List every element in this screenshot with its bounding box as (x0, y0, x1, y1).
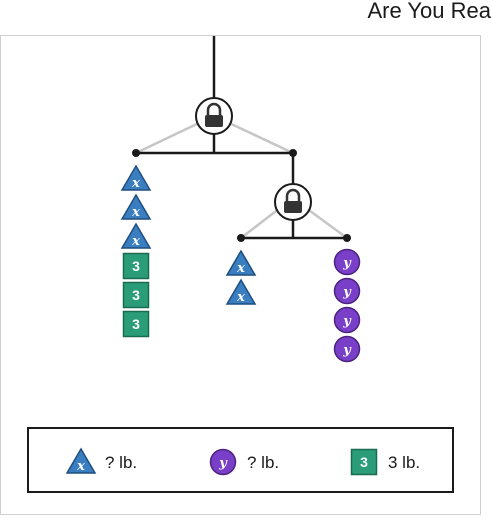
left-stack-item-4: 3 (122, 252, 150, 280)
middle-stack-item-2: x (225, 278, 257, 305)
left-stack-item-6-shape (122, 310, 150, 338)
right-stack-item-2-shape (333, 277, 361, 305)
left-stack-item-6: 3 (122, 310, 150, 338)
left-stack-item-4-shape (122, 252, 150, 280)
left-stack-item-5-label: 3 (132, 287, 140, 303)
legend-item-1: x ? lb. (65, 447, 137, 474)
right-stack-item-3-label: y (342, 314, 352, 329)
left-stack-item-1-shape (120, 164, 152, 191)
left-stack-item-5: 3 (122, 281, 150, 309)
legend-item-3-symbol: 3 (350, 448, 378, 476)
middle-stack-item-1-label: x (236, 261, 245, 276)
right-lock-icon (274, 183, 312, 221)
right-stack-item-1: y (333, 248, 361, 276)
right-stack-item-2-label: y (342, 285, 352, 300)
left-stack-item-5-shape (122, 281, 150, 309)
right-stack-item-2: y (333, 277, 361, 305)
legend-item-3: 3 3 lb. (350, 448, 420, 476)
legend-item-2-symbol-label: y (218, 456, 228, 471)
legend-item-1-symbol-shape (65, 447, 97, 474)
right-lock-support-right (305, 206, 348, 240)
legend-item-2-symbol: y (209, 448, 237, 476)
top-lock-support-left (135, 120, 202, 155)
legend-item-3-text: 3 lb. (388, 453, 420, 472)
top-lock-support-right (226, 120, 294, 155)
legend-item-1-text: ? lb. (105, 453, 137, 472)
right-lock-support-left (240, 207, 281, 239)
left-stack-item-3: x (120, 222, 152, 249)
legend-item-1-symbol-label: x (76, 459, 85, 474)
middle-stack-item-2-label: x (236, 290, 245, 305)
right-stack-item-1-shape (333, 248, 361, 276)
legend-item-1-symbol: x (65, 447, 97, 474)
right-stack-item-1-label: y (342, 256, 352, 271)
left-stack-item-3-label: x (131, 234, 140, 249)
legend-item-2-symbol-shape (209, 448, 237, 476)
left-stack-item-6-label: 3 (132, 316, 140, 332)
left-stack-item-2: x (120, 193, 152, 220)
legend-item-3-symbol-shape (350, 448, 378, 476)
middle-stack-item-1: x (225, 249, 257, 276)
right-bar-right-joint (343, 234, 351, 242)
middle-stack-item-1-shape (225, 249, 257, 276)
legend-item-3-symbol-label: 3 (360, 454, 368, 470)
left-stack-item-1-label: x (131, 176, 140, 191)
left-stack-item-3-shape (120, 222, 152, 249)
middle-stack-item-2-shape (225, 278, 257, 305)
top-bar-left-joint (132, 149, 140, 157)
right-stack-item-4: y (333, 335, 361, 363)
top-lock-icon (195, 97, 233, 135)
left-stack-item-2-label: x (131, 205, 140, 220)
right-stack-item-4-label: y (342, 343, 352, 358)
right-stack-item-3: y (333, 306, 361, 334)
left-stack-item-2-shape (120, 193, 152, 220)
legend-item-2: y ? lb. (209, 448, 279, 476)
page-title: Are You Rea (367, 0, 491, 23)
right-bar-left-joint (237, 234, 245, 242)
legend-box (27, 427, 454, 493)
left-stack-item-4-label: 3 (132, 258, 140, 274)
legend-item-2-text: ? lb. (247, 453, 279, 472)
left-stack-item-1: x (120, 164, 152, 191)
right-stack-item-3-shape (333, 306, 361, 334)
right-stack-item-4-shape (333, 335, 361, 363)
